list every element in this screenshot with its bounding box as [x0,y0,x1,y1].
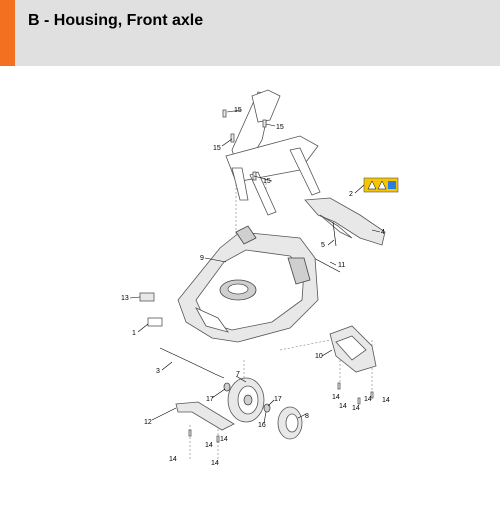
part-13 [139,292,155,302]
callout-14-d: 14 [352,405,360,412]
washer-17-right [263,403,271,413]
callout-14-g: 14 [205,442,213,449]
callout-14-e: 14 [382,397,390,404]
callout-15-d: 15 [263,178,271,185]
callout-15-c: 15 [213,145,221,152]
callout-14-b: 14 [339,403,347,410]
callout-14-i: 14 [211,460,219,467]
warning-decal [363,177,399,193]
callout-3: 3 [156,368,160,375]
handle-assembly [225,89,321,216]
screw-14-group [188,382,374,443]
hub-cap [277,406,303,440]
callout-17-a: 17 [206,396,214,403]
callout-7: 7 [236,371,240,378]
callout-9: 9 [200,255,204,262]
callout-14-h: 14 [169,456,177,463]
callout-8: 8 [305,413,309,420]
leader-lines [129,109,381,424]
callout-1: 1 [132,330,136,337]
mower-housing [177,225,319,343]
washer-17-left [223,382,231,392]
callout-17-b: 17 [274,396,282,403]
rear-flap [304,197,386,246]
bracket-12 [175,401,235,431]
callout-16: 16 [258,422,266,429]
insert-1 [147,317,163,327]
front-axle [159,347,225,379]
callout-11: 11 [338,262,345,269]
callout-14-c: 14 [364,396,372,403]
callout-12: 12 [144,419,152,426]
callout-5: 5 [321,242,325,249]
page-title: B - Housing, Front axle [28,12,204,29]
page-header: B - Housing, Front axle [0,0,500,66]
callout-13: 13 [121,295,129,302]
callout-14-f: 14 [220,436,228,443]
header-accent-bar [0,0,15,66]
exploded-parts-diagram: 15 15 15 15 2 4 5 11 9 13 1 3 7 17 17 16… [121,89,399,467]
bracket-10 [329,325,377,373]
callout-labels: 15 15 15 15 2 4 5 11 9 13 1 3 7 17 17 16… [121,107,390,467]
callout-2: 2 [349,191,353,198]
callout-10: 10 [315,353,323,360]
callout-4: 4 [381,229,385,236]
callout-15-a: 15 [234,107,242,114]
callout-14-a: 14 [332,394,340,401]
callout-15-b: 15 [276,124,284,131]
front-wheel [227,377,265,423]
